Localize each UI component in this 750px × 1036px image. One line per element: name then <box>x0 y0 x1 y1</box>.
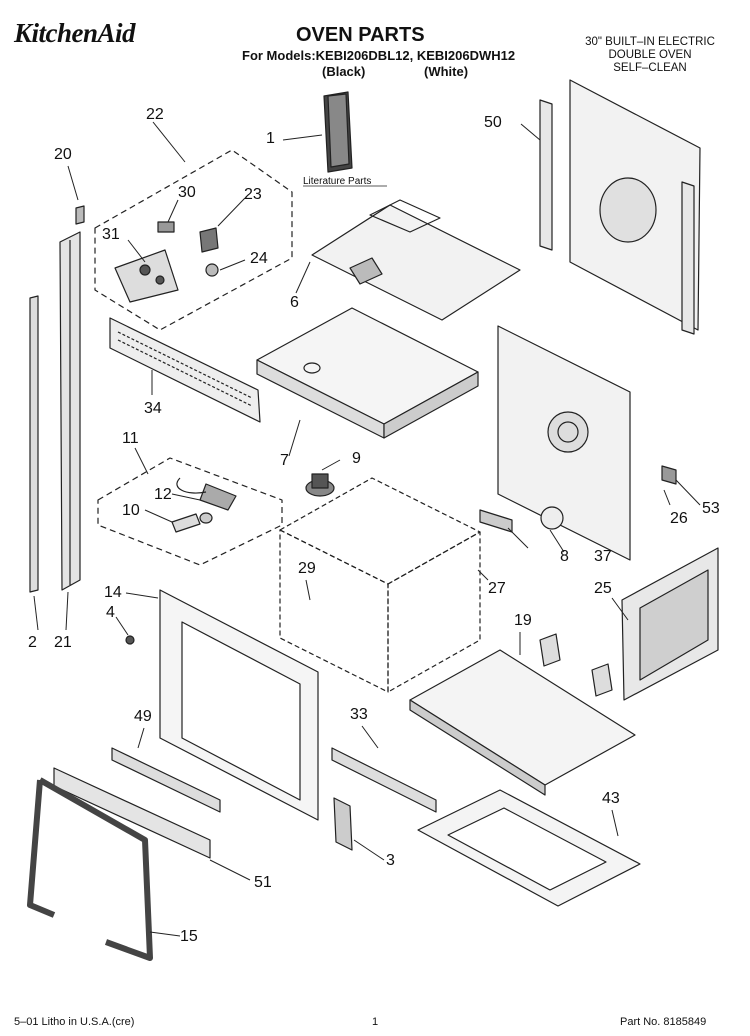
callout-9: 9 <box>352 450 361 467</box>
callout-33: 33 <box>350 706 368 723</box>
footer-page-number: 1 <box>372 1016 379 1028</box>
variant-white: (White) <box>424 64 469 79</box>
callout-22: 22 <box>146 106 164 123</box>
page-title: OVEN PARTS <box>296 24 425 46</box>
callout-leaders <box>33 121 701 937</box>
part-control-assembly <box>114 221 219 303</box>
part-sensor-harness <box>171 477 237 533</box>
callout-2: 2 <box>28 634 37 651</box>
callout-24: 24 <box>250 250 268 267</box>
models-line: For Models:KEBI206DBL12, KEBI206DWH12 <box>242 48 516 63</box>
part-frame-14 <box>125 589 319 821</box>
part-tray-43 <box>417 789 641 907</box>
callout-6: 6 <box>290 294 299 311</box>
callout-4: 4 <box>106 604 115 621</box>
footer-part-number: Part No. 8185849 <box>620 1016 707 1028</box>
variant-black: (Black) <box>322 64 366 79</box>
callout-53: 53 <box>702 500 720 517</box>
callout-3: 3 <box>386 852 395 869</box>
assembly-box-22 <box>94 149 293 331</box>
callout-10: 10 <box>122 502 140 519</box>
callout-26: 26 <box>670 510 688 527</box>
callout-27: 27 <box>488 580 506 597</box>
description-line: 30" BUILT–IN ELECTRIC <box>585 36 715 48</box>
callout-25: 25 <box>594 580 612 597</box>
part-trim-34 <box>109 317 261 423</box>
part-side-panel-25 <box>621 547 719 701</box>
part-literature <box>323 91 353 173</box>
part-bottom-panel-19 <box>409 633 636 796</box>
callout-34: 34 <box>144 400 162 417</box>
callout-20: 20 <box>54 146 72 163</box>
description-line: SELF–CLEAN <box>613 62 687 74</box>
oven-description: 30" BUILT–IN ELECTRIC DOUBLE OVEN SELF–C… <box>560 36 740 75</box>
literature-parts-label: Literature Parts <box>303 176 372 187</box>
part-lower-trims <box>27 747 437 961</box>
callout-19: 19 <box>514 612 532 629</box>
callout-23: 23 <box>244 186 262 203</box>
brand-logo: KitchenAid <box>14 18 136 48</box>
callout-1: 1 <box>266 130 275 147</box>
callout-29: 29 <box>298 560 316 577</box>
part-rails <box>29 205 85 593</box>
callout-15: 15 <box>180 928 198 945</box>
callout-50: 50 <box>484 114 502 131</box>
callout-51: 51 <box>254 874 272 891</box>
part-top-panel-6 <box>311 199 521 321</box>
callout-31: 31 <box>102 226 120 243</box>
callout-30: 30 <box>178 184 196 201</box>
callout-8: 8 <box>560 548 569 565</box>
part-back-panel-50 <box>539 79 701 335</box>
callout-14: 14 <box>104 584 122 601</box>
callout-12: 12 <box>154 486 172 503</box>
footer-litho: 5–01 Litho in U.S.A.(cre) <box>14 1016 135 1028</box>
part-cavity-top-7 <box>256 307 479 439</box>
part-rear-bracket-26 <box>479 325 677 561</box>
callout-49: 49 <box>134 708 152 725</box>
part-cavity-27 <box>279 473 481 693</box>
callout-21: 21 <box>54 634 72 651</box>
callout-7: 7 <box>280 452 289 469</box>
callout-37: 37 <box>594 548 612 565</box>
callout-43: 43 <box>602 790 620 807</box>
description-line: DOUBLE OVEN <box>608 49 692 61</box>
callout-11: 11 <box>122 430 139 447</box>
assembly-box-11 <box>97 457 283 566</box>
